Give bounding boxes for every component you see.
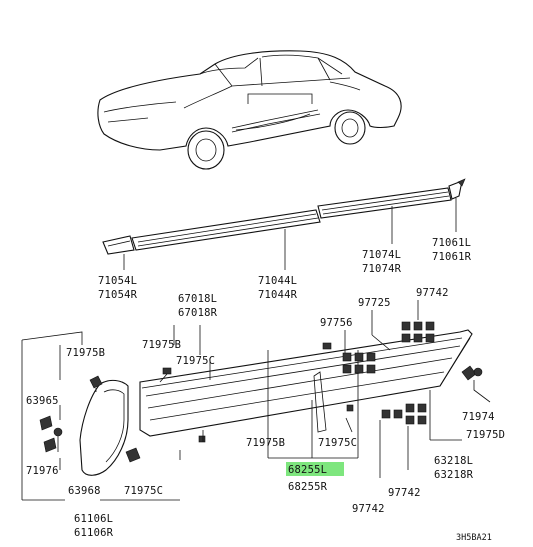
- label-71975C-left: 71975C: [124, 485, 163, 497]
- label-68255L: 68255L: [288, 464, 327, 476]
- label-97742-top: 97742: [416, 287, 449, 299]
- label-97742-bottom: 97742: [352, 503, 385, 515]
- label-71974: 71974: [462, 411, 495, 423]
- lower-molding-assembly: [139, 329, 473, 443]
- label-97742-right: 97742: [388, 487, 421, 499]
- label-61106L: 61106L: [74, 513, 113, 525]
- label-68255R: 68255R: [288, 481, 328, 493]
- label-63218R: 63218R: [434, 469, 474, 481]
- label-63218L: 63218L: [434, 455, 473, 467]
- highlight-68255L: [286, 462, 344, 476]
- bracket-68255: [267, 350, 359, 459]
- label-71044L: 71044L: [258, 275, 297, 287]
- label-71054L: 71054L: [98, 275, 137, 287]
- label-97756: 97756: [320, 317, 353, 329]
- label-71044R: 71044R: [258, 289, 298, 301]
- part-labels: 71054L 71054R 71044L 71044R 71074L 71074…: [26, 237, 505, 543]
- label-67018R: 67018R: [178, 307, 218, 319]
- label-71975C-mid: 71975C: [176, 355, 215, 367]
- label-71074L: 71074L: [362, 249, 401, 261]
- label-63968: 63968: [68, 485, 101, 497]
- label-71061R: 71061R: [432, 251, 472, 263]
- label-61106R: 61106R: [74, 527, 114, 539]
- car-illustration: [97, 50, 402, 170]
- label-71975B-left: 71975B: [66, 347, 105, 359]
- label-71975C-low: 71975C: [318, 437, 357, 449]
- label-71975D: 71975D: [466, 429, 505, 441]
- diagram-code: 3H5BA21: [456, 533, 492, 543]
- upper-molding-assembly: [102, 178, 466, 270]
- label-71074R: 71074R: [362, 263, 402, 275]
- mudguard-assembly: [21, 331, 181, 501]
- label-71975B-mid: 71975B: [142, 339, 181, 351]
- label-63965: 63965: [26, 395, 59, 407]
- label-71976: 71976: [26, 465, 59, 477]
- label-71975B-low: 71975B: [246, 437, 285, 449]
- label-97725: 97725: [358, 297, 391, 309]
- label-67018L: 67018L: [178, 293, 217, 305]
- fastener-cluster-right: [342, 300, 491, 478]
- label-71054R: 71054R: [98, 289, 138, 301]
- label-71061L: 71061L: [432, 237, 471, 249]
